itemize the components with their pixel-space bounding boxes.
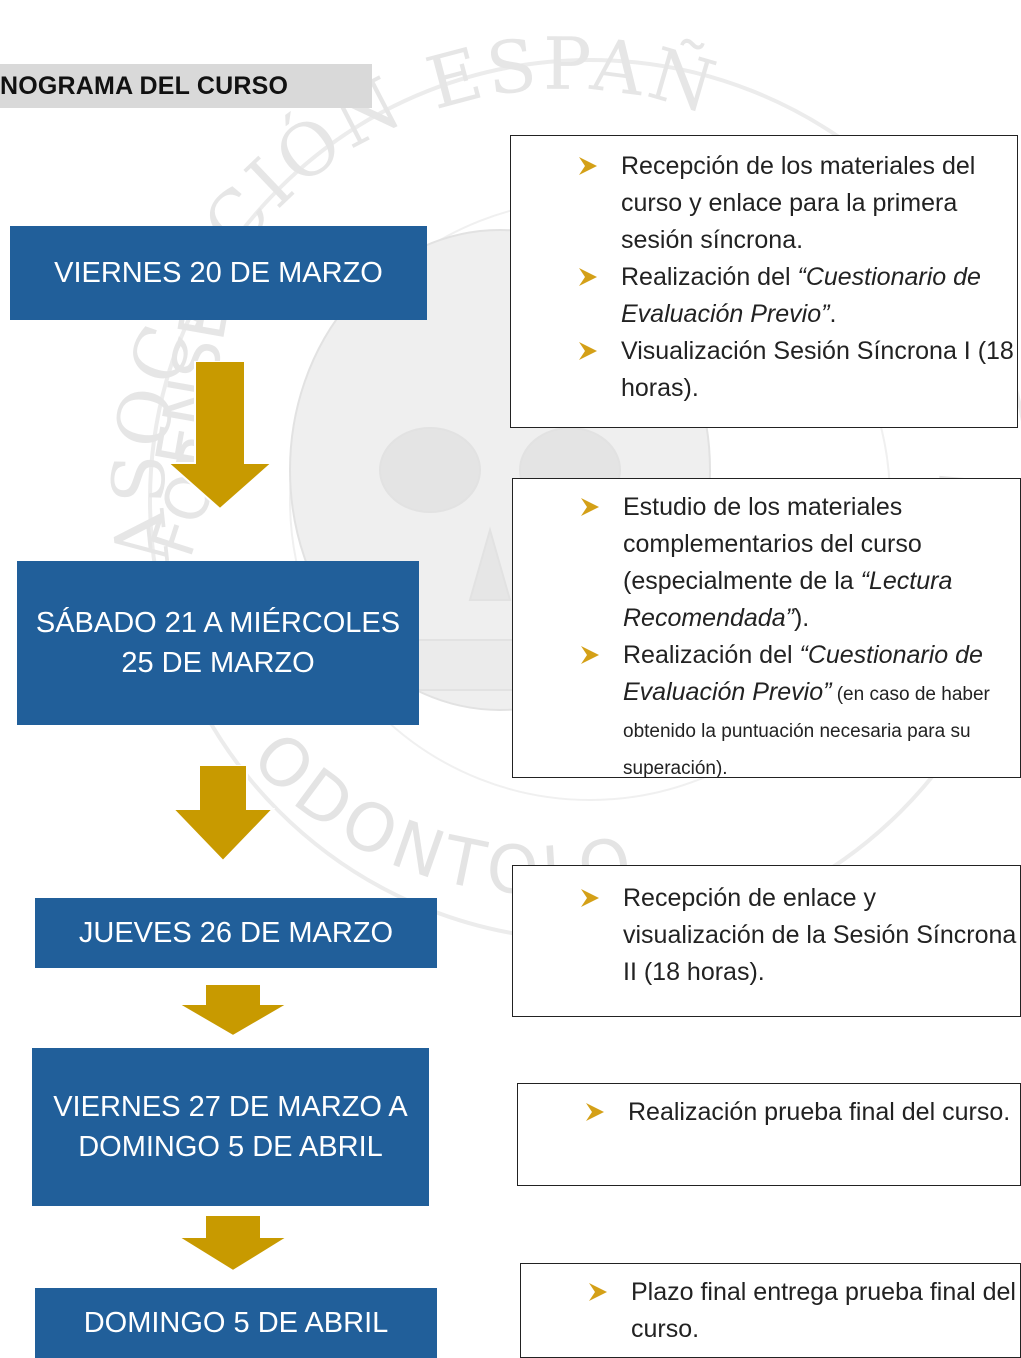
arrowhead-bullet-icon [579, 342, 597, 360]
note-item: Realización prueba final del curso. [518, 1094, 1020, 1131]
note-box-2: Estudio de los materiales complementario… [512, 478, 1021, 779]
date-box-domingo-5: DOMINGO 5 DE ABRIL [35, 1288, 437, 1358]
page-title: NOGRAMA DEL CURSO [0, 72, 289, 100]
down-arrow-icon [176, 984, 290, 1038]
note-text: Realización del [621, 263, 798, 291]
note-item: Realización del “Cuestionario de Evaluac… [511, 259, 1017, 333]
note-box-5: Plazo final entrega prueba final del cur… [520, 1263, 1021, 1358]
note-text: Recepción de enlace y visualización de l… [623, 884, 1017, 986]
note-item: Recepción de enlace y visualización de l… [513, 880, 1020, 991]
note-text: (en caso de haber obtenido la puntuación… [623, 684, 990, 779]
note-text: ). [793, 604, 810, 632]
note-text: Realización prueba final del curso. [628, 1098, 1011, 1126]
note-item: Recepción de los materiales del curso y … [511, 148, 1017, 259]
note-text: Recepción de los materiales del curso y … [621, 152, 976, 254]
arrowhead-bullet-icon [581, 498, 599, 516]
note-box-1: Recepción de los materiales del curso y … [510, 135, 1018, 428]
note-list: Estudio de los materiales complementario… [513, 489, 1020, 785]
note-item: Realización del “Cuestionario de Evaluac… [513, 637, 1020, 785]
note-text: Visualización Sesión Síncrona I (18 hora… [621, 337, 1014, 402]
down-arrow-icon [176, 1215, 290, 1273]
note-list: Realización prueba final del curso. [518, 1094, 1020, 1131]
note-box-4: Realización prueba final del curso. [517, 1083, 1021, 1186]
note-text: Realización del [623, 641, 800, 669]
note-list: Recepción de los materiales del curso y … [511, 148, 1017, 407]
note-text: Estudio de los materiales complementario… [623, 493, 922, 595]
note-item: Visualización Sesión Síncrona I (18 hora… [511, 333, 1017, 407]
arrowhead-bullet-icon [579, 157, 597, 175]
arrowhead-bullet-icon [579, 268, 597, 286]
header-bar: NOGRAMA DEL CURSO [0, 64, 372, 108]
date-box-jueves-26: JUEVES 26 DE MARZO [35, 898, 437, 968]
down-arrow-icon [171, 765, 275, 863]
arrowhead-bullet-icon [589, 1283, 607, 1301]
note-list: Recepción de enlace y visualización de l… [513, 880, 1020, 991]
note-text: “Cuestionario de Evaluación Previo” [621, 263, 981, 328]
note-text: . [829, 300, 837, 328]
note-list: Plazo final entrega prueba final del cur… [521, 1274, 1020, 1348]
note-item: Estudio de los materiales complementario… [513, 489, 1020, 637]
note-text: “Lectura Recomendada” [623, 567, 953, 632]
date-box-viernes-20: VIERNES 20 DE MARZO [10, 226, 427, 320]
date-box-sabado-21: SÁBADO 21 A MIÉRCOLES 25 DE MARZO [17, 561, 419, 725]
arrowhead-bullet-icon [581, 889, 599, 907]
note-text: “Cuestionario de Evaluación Previo” [623, 641, 983, 706]
arrowhead-bullet-icon [581, 646, 599, 664]
down-arrow-icon [166, 361, 274, 511]
note-box-3: Recepción de enlace y visualización de l… [512, 865, 1021, 1017]
arrowhead-bullet-icon [586, 1103, 604, 1121]
note-item: Plazo final entrega prueba final del cur… [521, 1274, 1020, 1348]
note-text: Plazo final entrega prueba final del cur… [631, 1278, 1016, 1343]
date-box-viernes-27: VIERNES 27 DE MARZO A DOMINGO 5 DE ABRIL [32, 1048, 429, 1206]
